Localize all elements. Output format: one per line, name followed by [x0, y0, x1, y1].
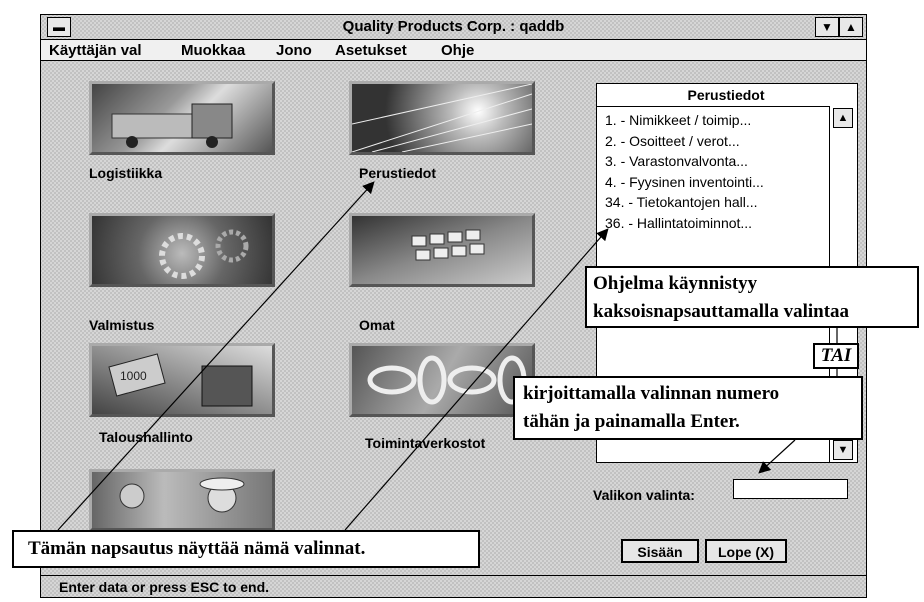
list-item[interactable]: 3. - Varastonvalvonta... — [605, 153, 748, 169]
status-text: Enter data or press ESC to end. — [59, 579, 270, 595]
triangle-down-icon: ▼ — [837, 444, 849, 456]
tai-callout: TAI — [813, 343, 859, 369]
status-bar: Enter data or press ESC to end. — [41, 575, 866, 598]
exit-button[interactable]: Lope (X) — [705, 539, 787, 563]
light-beams-image — [349, 81, 535, 155]
money-calculator-image: 1000 — [89, 343, 275, 417]
triangle-up-icon: ▲ — [837, 112, 849, 124]
list-header: Perustiedot — [597, 84, 855, 107]
list-item[interactable]: 4. - Fyysinen inventointi... — [605, 173, 764, 190]
instruction-callout-bottom: Tämän napsautus näyttää nämä valinnat. — [12, 530, 480, 568]
menu-muokkaa[interactable]: Muokkaa — [181, 42, 246, 59]
selection-input[interactable] — [733, 479, 848, 499]
triangle-up-icon: ▲ — [845, 20, 857, 34]
scroll-up-button[interactable]: ▲ — [833, 108, 853, 128]
selection-label: Valikon valinta: — [593, 487, 695, 503]
menu-kayttajan-val[interactable]: Käyttäjän val — [49, 42, 142, 59]
menu-bar: Käyttäjän val Muokkaa Jono Asetukset Ohj… — [41, 40, 866, 61]
svg-text:1000: 1000 — [120, 369, 147, 383]
callout-text: kaksoisnapsauttamalla valintaa — [593, 301, 850, 322]
truck-image — [89, 81, 275, 155]
instruction-callout-top: Ohjelma käynnistyy kaksoisnapsauttamalla… — [585, 266, 919, 328]
gears-image — [89, 213, 275, 287]
module-label: Perustiedot — [359, 165, 437, 181]
list-item[interactable]: 36. - Hallintatoiminnot... — [605, 214, 753, 231]
enter-button[interactable]: Sisään — [621, 539, 699, 563]
chain-image — [349, 343, 535, 417]
people-image — [89, 469, 275, 531]
triangle-down-icon: ▼ — [821, 20, 833, 34]
window-title: Quality Products Corp. : qaddb — [342, 18, 565, 35]
scroll-down-button[interactable]: ▼ — [833, 440, 853, 460]
system-menu-button[interactable]: ▬ — [47, 17, 71, 37]
list-item[interactable]: 34. - Tietokantojen hall... — [605, 194, 758, 210]
module-label: Omat — [359, 317, 395, 333]
list-item[interactable]: 1. - Nimikkeet / toimip... — [605, 112, 752, 128]
dash-icon: ▬ — [53, 20, 65, 34]
menu-list: 1. - Nimikkeet / toimip... 2. - Osoittee… — [605, 110, 764, 233]
minimize-button[interactable]: ▼ — [815, 17, 839, 37]
title-bar: ▬ Quality Products Corp. : qaddb ▼ ▲ — [41, 15, 866, 40]
module-label: Taloushallinto — [99, 429, 193, 445]
callout-text: Ohjelma käynnistyy — [593, 273, 758, 294]
maximize-button[interactable]: ▲ — [839, 17, 863, 37]
menu-ohje[interactable]: Ohje — [441, 42, 475, 59]
menu-jono[interactable]: Jono — [276, 42, 312, 59]
callout-text: tähän ja painamalla Enter. — [523, 411, 740, 432]
list-item[interactable]: 2. - Osoitteet / verot... — [605, 132, 740, 149]
keyboard-image — [349, 213, 535, 287]
menu-asetukset[interactable]: Asetukset — [335, 42, 407, 59]
callout-text: kirjoittamalla valinnan numero — [523, 383, 780, 404]
module-label: Toimintaverkostot — [365, 435, 486, 451]
module-label: Valmistus — [89, 317, 155, 333]
module-label: Logistiikka — [89, 165, 163, 181]
instruction-callout-middle: kirjoittamalla valinnan numero tähän ja … — [513, 376, 863, 440]
